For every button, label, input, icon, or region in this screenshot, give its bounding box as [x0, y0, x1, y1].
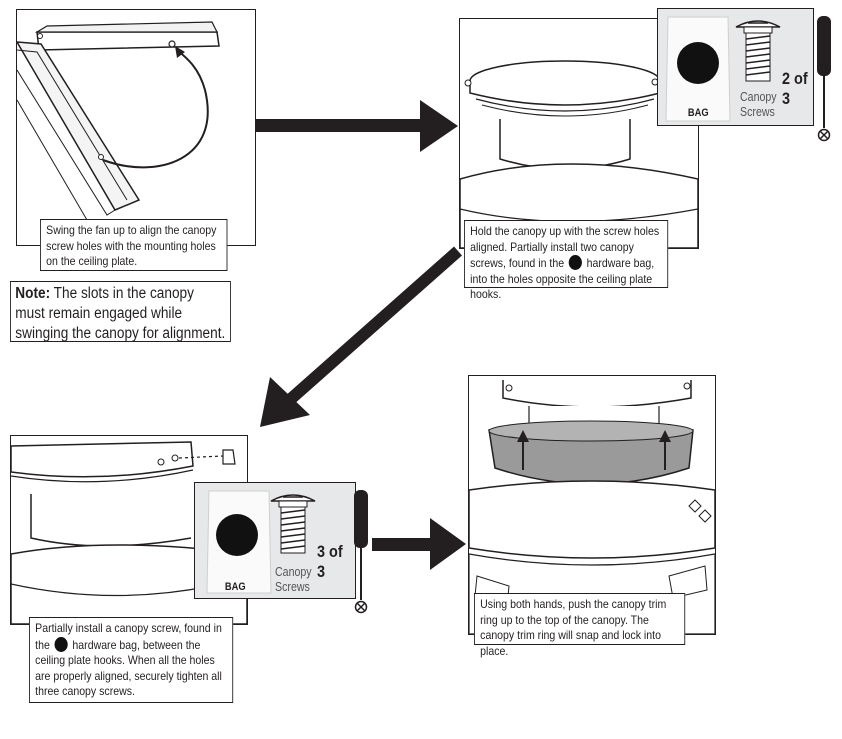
step2-caption-before: Hold the canopy up with the screw holes … — [470, 224, 660, 270]
step3-caption: Partially install a canopy screw, found … — [29, 617, 234, 703]
step3-hardware-inset: BAG Canopy Screws 3 of 3 — [194, 482, 356, 599]
arrow-right-1 — [255, 100, 458, 152]
bag-dot-icon — [568, 255, 582, 270]
fan-swing-drawing — [17, 21, 220, 221]
canopy-screw-drawing — [11, 441, 247, 624]
screwdriver-icon — [354, 490, 368, 614]
arrow-right-2 — [372, 518, 466, 570]
step3-screw-label-line2: Screws — [275, 580, 310, 594]
hardware-bag-drawing — [206, 490, 316, 594]
step3-bag-label: BAG — [224, 581, 246, 593]
step4-caption: Using both hands, push the canopy trim r… — [474, 593, 686, 658]
note-label: Note: — [15, 285, 51, 302]
step3-screw-label-line1: Canopy — [275, 565, 312, 579]
step2-bag-label: BAG — [687, 107, 709, 119]
step3-screw-label: Canopy Screws — [275, 565, 312, 595]
step2-caption-after: hardware bag, into the holes opposite th… — [470, 256, 655, 301]
step2-hardware-inset: BAG Canopy Screws 2 of 3 — [657, 8, 814, 126]
hardware-bag-drawing — [665, 16, 781, 122]
arrow-diagonal — [260, 246, 462, 427]
step2-screw-label-line2: Screws — [740, 105, 775, 119]
screwdriver-icon — [817, 16, 831, 142]
step1-illustration — [16, 9, 256, 246]
step2-screw-label-line1: Canopy — [740, 90, 777, 104]
step2-count: 2 of 3 — [782, 69, 808, 108]
note-text: The slots in the canopy must remain enga… — [15, 285, 226, 342]
step3-caption-before: Partially install a canopy screw, found … — [35, 621, 222, 652]
step1-caption-text: Swing the fan up to align the canopy scr… — [46, 223, 217, 268]
step3-count: 3 of 3 — [317, 542, 343, 581]
step3-caption-after: hardware bag, between the ceiling plate … — [35, 637, 222, 699]
step1-caption: Swing the fan up to align the canopy scr… — [40, 219, 228, 271]
step2-caption: Hold the canopy up with the screw holes … — [464, 220, 669, 301]
step4-caption-text: Using both hands, push the canopy trim r… — [480, 597, 667, 658]
bag-dot-icon — [54, 636, 68, 652]
step2-screw-label: Canopy Screws — [740, 90, 777, 120]
note-box: Note: The slots in the canopy must remai… — [10, 281, 231, 342]
